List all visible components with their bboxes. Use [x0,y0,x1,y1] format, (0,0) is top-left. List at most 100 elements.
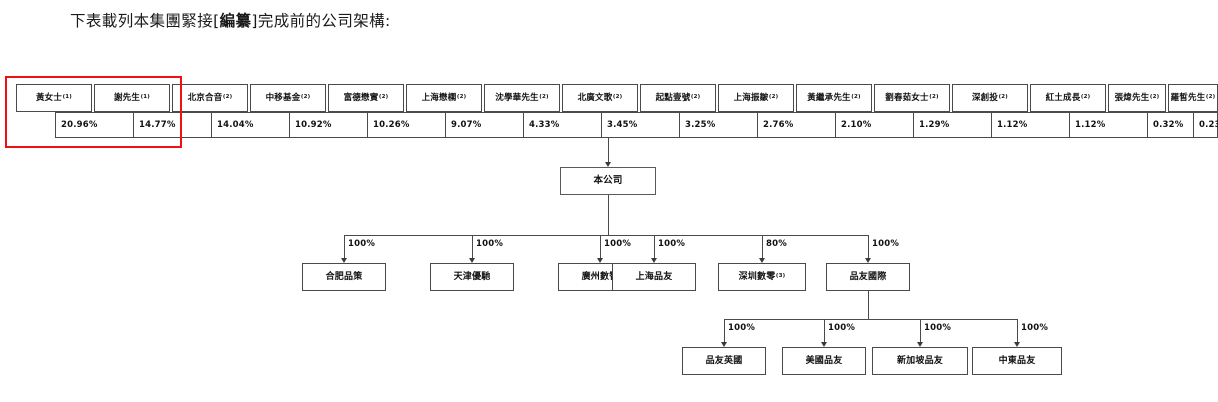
subsidiary-tier1-percent-label: 100% [348,239,376,249]
node-shareholder[interactable]: 北廣文歌(2) [562,84,638,112]
node-shareholder[interactable]: 沈學華先生(2) [484,84,560,112]
footnote-marker: (2) [1080,94,1091,101]
footnote-marker: (2) [456,94,467,101]
node-shareholder[interactable]: 中移基金(2) [250,84,326,112]
node-subsidiary-tier2[interactable]: 美國品友 [782,347,866,375]
subsidiary-tier1-arrow [468,258,475,263]
footnote-marker: (1) [140,94,151,101]
footnote-marker: (2) [690,94,701,101]
node-subsidiary-tier1[interactable]: 品友國際 [826,263,910,291]
node-subsidiary-tier1[interactable]: 天津優馳 [430,263,514,291]
subsidiary-tier1-arrow [340,258,347,263]
node-subsidiary-tier1[interactable]: 深圳數零(3) [718,263,806,291]
subsidiary-tier1-droplink [868,235,869,258]
node-shareholder-label: 黃繼承先生 [807,93,851,103]
node-subsidiary-tier2[interactable]: 新加坡品友 [872,347,968,375]
node-subsidiary-tier2[interactable]: 中東品友 [972,347,1062,375]
subsidiary-tier2-arrow [1013,342,1020,347]
node-shareholder-label: 羅皙先生 [1170,93,1206,103]
subsidiary-tier1-arrow [864,258,871,263]
shareholder-percent-cell: 2.10% [835,112,913,138]
shareholder-percent-cell: 10.92% [289,112,367,138]
subsidiary-tier2-droplink [920,319,921,342]
node-shareholder[interactable]: 北京合音(2) [172,84,248,112]
subsidiary-tier2-droplink [1017,319,1018,342]
node-shareholder[interactable]: 深創投(2) [952,84,1028,112]
tier2-bus [724,319,1017,320]
shareholder-percent-cell: 0.32% [1147,112,1193,138]
node-shareholder-label: 劉春茹女士 [885,93,929,103]
node-subsidiary-tier1[interactable]: 合肥品策 [302,263,386,291]
node-subsidiary-tier2-label: 中東品友 [998,356,1036,366]
node-shareholder-label: 起點壹號 [655,93,691,103]
subsidiary-tier1-arrow [596,258,603,263]
node-shareholder-label: 上海懋櫊 [421,93,457,103]
node-shareholder-label: 黃女士 [35,93,63,103]
subsidiary-tier2-percent-label: 100% [728,323,756,333]
connector-to-company-arrow [604,162,611,167]
footnote-marker: (3) [775,273,786,280]
node-subsidiary-tier1[interactable]: 上海品友 [612,263,696,291]
subsidiary-tier1-droplink [654,235,655,258]
subsidiary-tier2-droplink [824,319,825,342]
shareholder-percent-value: 1.12% [1075,120,1106,130]
node-shareholder-label: 富德懋實 [343,93,379,103]
subsidiary-tier2-percent-label: 100% [1021,323,1049,333]
subsidiary-tier1-arrow [758,258,765,263]
node-shareholder[interactable]: 富德懋實(2) [328,84,404,112]
node-shareholder[interactable]: 劉春茹女士(2) [874,84,950,112]
node-subsidiary-tier1-label: 品友國際 [849,272,887,282]
shareholder-percent-value: 2.10% [841,120,872,130]
node-shareholder[interactable]: 起點壹號(2) [640,84,716,112]
intro-prefix: 下表載列本集團緊接[ [70,12,220,30]
node-shareholder-label: 張煒先生 [1114,93,1150,103]
node-subsidiary-tier2[interactable]: 品友英國 [682,347,766,375]
subsidiary-tier2-arrow [916,342,923,347]
node-shareholder-label: 紅土成長 [1045,93,1081,103]
shareholder-percent-value: 10.92% [295,120,332,130]
shareholder-percent-cell: 3.45% [601,112,679,138]
node-subsidiary-tier1-label: 廣州數智 [581,272,619,282]
node-subsidiary-tier1-label: 上海品友 [635,272,673,282]
node-shareholder-label: 謝先生 [113,93,141,103]
shareholder-percent-cell: 2.76% [757,112,835,138]
node-subsidiary-tier1-label: 深圳數零 [738,272,776,282]
footnote-marker: (2) [539,94,549,101]
footnote-marker: (2) [998,94,1009,101]
node-shareholder-label: 北廣文歌 [577,93,613,103]
node-shareholder[interactable]: 黃繼承先生(2) [796,84,872,112]
subsidiary-tier1-droplink [344,235,345,258]
shareholder-percent-value: 9.07% [451,120,482,130]
node-shareholder[interactable]: 上海懋櫊(2) [406,84,482,112]
shareholder-percent-cell: 20.96% [55,112,133,138]
footnote-marker: (2) [851,94,861,101]
node-subsidiary-tier1-label: 合肥品策 [325,272,363,282]
footnote-marker: (2) [612,94,623,101]
footnote-marker: (2) [300,94,311,101]
shareholder-percent-cell: 0.23% [1193,112,1218,138]
shareholder-percent-cell: 1.12% [1069,112,1147,138]
node-main-company[interactable]: 本公司 [560,167,656,195]
node-shareholder[interactable]: 上海振皺(2) [718,84,794,112]
node-shareholder-label: 沈學華先生 [495,93,539,103]
subsidiary-tier1-percent-label: 100% [658,239,686,249]
node-shareholder[interactable]: 羅皙先生(2) [1168,84,1218,112]
node-shareholder[interactable]: 張煒先生(2) [1108,84,1166,112]
shareholder-percent-cell: 4.33% [523,112,601,138]
shareholder-percent-value: 3.45% [607,120,638,130]
node-shareholder[interactable]: 紅土成長(2) [1030,84,1106,112]
node-shareholder-label: 上海振皺 [733,93,769,103]
node-shareholder[interactable]: 黃女士(1) [16,84,92,112]
company-spine [608,195,609,235]
shareholder-percent-value: 10.26% [373,120,410,130]
footnote-marker: (2) [768,94,779,101]
page-intro-text: 下表載列本集團緊接[編纂]完成前的公司架構: [70,11,391,31]
shareholder-percent-cell: 9.07% [445,112,523,138]
shareholder-percent-value: 4.33% [529,120,560,130]
shareholder-percent-cell: 1.12% [991,112,1069,138]
node-shareholder[interactable]: 謝先生(1) [94,84,170,112]
node-subsidiary-tier2-label: 美國品友 [805,356,843,366]
subsidiary-tier1-droplink [472,235,473,258]
footnote-marker: (2) [222,94,233,101]
